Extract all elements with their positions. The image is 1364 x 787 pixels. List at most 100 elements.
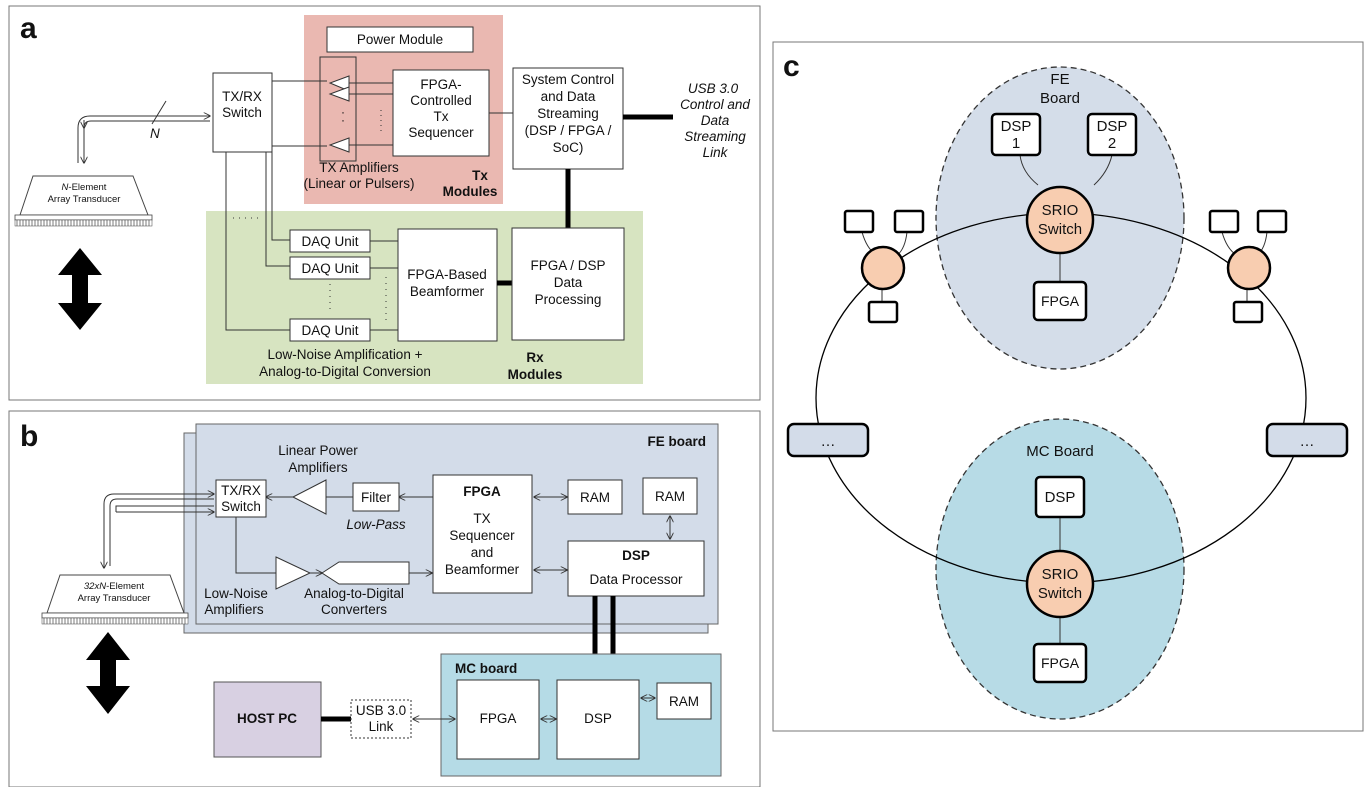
ram-b-1 <box>567 479 623 515</box>
mc-c-label: MC Board <box>1026 443 1094 460</box>
sys-l3: Streaming <box>537 106 599 121</box>
transducer-b-line2: Array Transducer <box>78 593 151 604</box>
sys-l4: (DSP / FPGA / <box>525 123 612 138</box>
amp-dots: · <box>341 113 345 127</box>
tx-seq-l3: Tx <box>434 109 449 124</box>
adc-l2: Converters <box>321 602 387 617</box>
beamformer-box <box>397 228 498 342</box>
ram-b-2 <box>642 477 698 515</box>
power-module-box <box>326 26 474 53</box>
dsp-mc-b-label: DSP <box>584 711 612 726</box>
fpga-b-title: FPGA <box>463 484 501 499</box>
tx-amps-l1: TX Amplifiers <box>319 160 399 175</box>
mc-switch-l1: SRIO <box>1042 566 1079 583</box>
usb-a-l5: Link <box>703 145 729 160</box>
txrx-switch-a-l1: TX/RX <box>222 89 262 104</box>
host-pc-b <box>213 681 322 758</box>
filter-box <box>352 482 400 512</box>
sys-l1: System Control <box>522 72 614 87</box>
sys-l5: SoC) <box>553 140 584 155</box>
left-ellipsis-node <box>786 422 870 458</box>
fpga-b-l2: Sequencer <box>449 528 515 543</box>
dsp1-node <box>990 112 1042 157</box>
dsp-mc-b <box>556 679 640 760</box>
filter-label: Filter <box>361 490 392 505</box>
proc-l1: FPGA / DSP <box>530 258 605 273</box>
panel-c-letter: c <box>783 50 800 83</box>
transducer-a: N-Element Array Transducer <box>14 175 153 227</box>
rx-modules-l1: Rx <box>526 350 544 365</box>
power-module-label: Power Module <box>357 32 443 47</box>
bf-l2: Beamformer <box>410 284 485 299</box>
amp-dots2: · <box>341 105 345 119</box>
tx-seq-l2: Controlled <box>410 93 472 108</box>
switch-to-amps <box>272 80 327 147</box>
panel-b-letter: b <box>20 420 38 453</box>
fe-srio-switch <box>1025 185 1095 255</box>
usb-a-l4: Streaming <box>684 129 746 144</box>
mc-fpga-label: FPGA <box>1041 655 1080 671</box>
usb-b-l2: Link <box>369 719 394 734</box>
tx-seq-l4: Sequencer <box>408 125 474 140</box>
daq-1-label: DAQ Unit <box>301 234 358 249</box>
dsp2-l1: DSP <box>1097 118 1128 135</box>
amp-to-seq <box>349 82 393 146</box>
rx-modules-l2: Modules <box>508 367 563 382</box>
mc-dsp-label: DSP <box>1045 489 1076 506</box>
transducer-b-line1: 32xN-Element <box>84 581 145 592</box>
right-node-a <box>1208 209 1240 234</box>
amp-group <box>319 56 357 162</box>
bus-a-outer <box>77 116 210 163</box>
bus-a-slash <box>151 100 167 125</box>
panel-a-letter: a <box>20 12 37 45</box>
right-srio-switch <box>1226 245 1272 291</box>
daq-to-bf <box>370 240 398 331</box>
system-control-box <box>512 67 624 170</box>
transducer-b: 32xN-Element Array Transducer <box>41 574 189 625</box>
left-srio-switch <box>860 245 906 291</box>
double-arrow-a <box>58 248 102 330</box>
txrx-b-l1: TX/RX <box>221 483 261 498</box>
fe-board-label: FE board <box>647 434 706 449</box>
ram-b-1-label: RAM <box>580 490 610 505</box>
panel-a: a Power Module N-Element Array Transduce… <box>8 5 761 401</box>
mc-board-b-label: MC board <box>455 661 517 676</box>
fe-c-l2: Board <box>1040 90 1080 107</box>
sw-daq3 <box>225 152 290 331</box>
fe-switch-l1: SRIO <box>1042 202 1079 219</box>
sw-daq1 <box>271 152 290 241</box>
bus-b-1 <box>103 494 214 562</box>
lpa-l1: Linear Power <box>278 443 358 458</box>
sys-l2: and Data <box>541 89 596 104</box>
tx-sequencer-box <box>392 69 490 157</box>
mc-switch-l2: Switch <box>1038 585 1082 602</box>
panel-a-frame <box>8 5 761 401</box>
ram-mc-b <box>656 682 712 720</box>
mc-fpga-node <box>1032 642 1088 684</box>
proc-l3: Processing <box>535 292 602 307</box>
dsp-b-title: DSP <box>622 548 650 563</box>
tx-modules-l1: Tx <box>472 168 488 183</box>
panel-c: c FE Board DSP 1 DSP 2 SRIO Switch FPGA <box>772 41 1364 732</box>
fe-switch-l2: Switch <box>1038 221 1082 238</box>
right-node-b <box>1256 209 1288 234</box>
lpa-l2: Amplifiers <box>288 460 348 475</box>
daq-2-label: DAQ Unit <box>301 261 358 276</box>
lna-l1: Low-Noise <box>204 586 268 601</box>
mc-srio-switch <box>1025 549 1095 619</box>
ram-mc-b-label: RAM <box>669 694 699 709</box>
panel-c-frame <box>772 41 1364 732</box>
txrx-switch-a <box>212 72 273 153</box>
left-node-b <box>893 209 925 234</box>
fe-fpga-node <box>1032 280 1088 322</box>
usb-a-l3: Data <box>701 113 730 128</box>
ram-b-2-label: RAM <box>655 489 685 504</box>
transducer-a-line2: Array Transducer <box>48 194 121 205</box>
dsp-b-body: Data Processor <box>589 572 683 587</box>
fe-fpga-label: FPGA <box>1041 293 1080 309</box>
right-ellipsis-label: … <box>1300 433 1315 450</box>
usb-b-l1: USB 3.0 <box>356 703 406 718</box>
dsp1-l1: DSP <box>1001 118 1032 135</box>
txrx-b-l2: Switch <box>221 499 261 514</box>
